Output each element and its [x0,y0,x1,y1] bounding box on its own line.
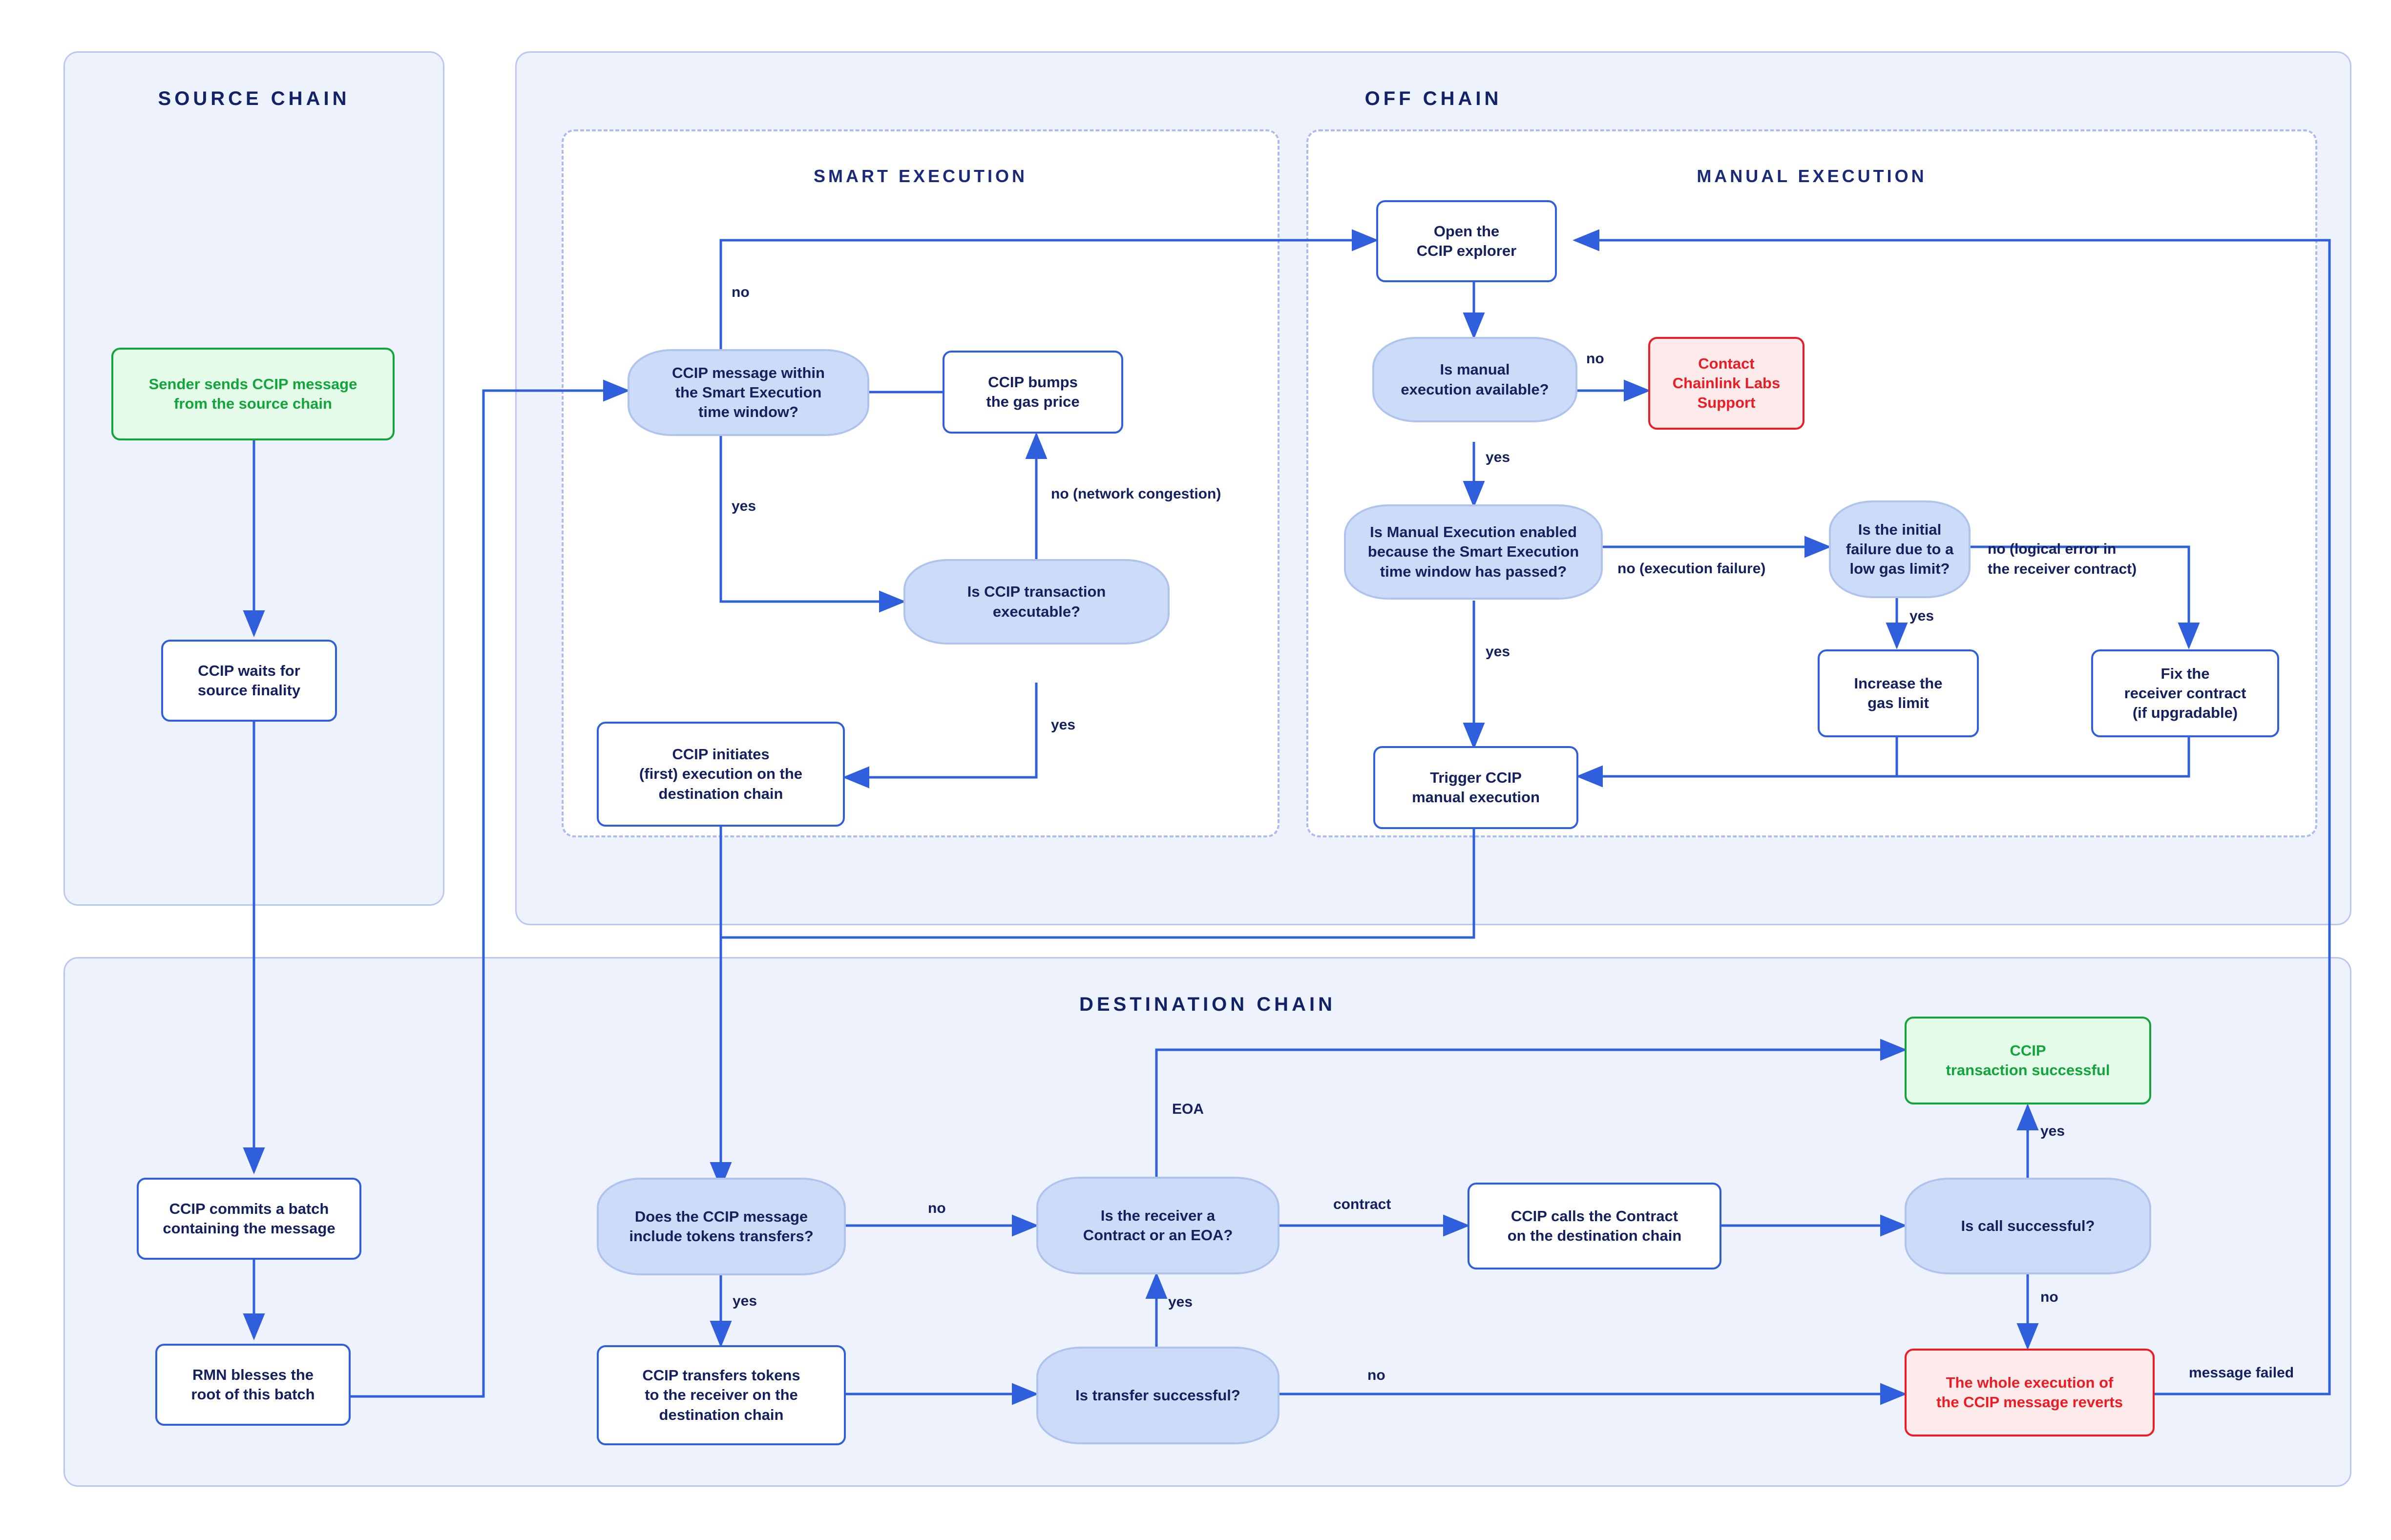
node-is-call-successful[interactable]: Is call successful? [1905,1178,2151,1274]
node-open-the-ccip-explorer[interactable]: Open the CCIP explorer [1376,200,1557,282]
edge-label-receiver-contract: contract [1333,1196,1391,1212]
edge-label-manual-enabled-no: no (execution failure) [1617,561,1766,577]
node-fix-the-receiver-contract[interactable]: Fix the receiver contract (if upgradable… [2091,649,2279,737]
edge-label-receiver-eoa: EOA [1172,1101,1204,1117]
node-is-ccip-transaction-executable[interactable]: Is CCIP transaction executable? [903,559,1170,645]
node-is-the-receiver-a-contract-or-eoa[interactable]: Is the receiver a Contract or an EOA? [1036,1177,1279,1274]
edge-label-message-failed: message failed [2189,1365,2294,1381]
node-sender-sends-ccip-message[interactable]: Sender sends CCIP message from the sourc… [111,348,395,440]
node-ccip-initiates-first-execution[interactable]: CCIP initiates (first) execution on the … [597,722,845,827]
node-contact-chainlink-labs-support[interactable]: Contact Chainlink Labs Support [1648,337,1804,430]
edge-label-call-no: no [2040,1289,2058,1305]
node-is-transfer-successful[interactable]: Is transfer successful? [1036,1347,1279,1444]
edge-label-executable-yes: yes [1051,717,1076,733]
node-trigger-ccip-manual-execution[interactable]: Trigger CCIP manual execution [1373,746,1578,829]
edge-label-manual-available-no: no [1586,351,1604,367]
node-ccip-waits-for-source-finality[interactable]: CCIP waits for source finality [161,640,337,722]
node-ccip-calls-the-contract[interactable]: CCIP calls the Contract on the destinati… [1468,1183,1721,1269]
lane-title-source-chain: SOURCE CHAIN [158,88,350,109]
node-ccip-message-within-smart-execution-window[interactable]: CCIP message within the Smart Execution … [628,349,869,436]
subgroup-title-manual-execution: MANUAL EXECUTION [1697,166,1927,186]
edge-label-tokens-yes: yes [733,1293,757,1309]
edge-label-transfer-yes: yes [1168,1294,1193,1310]
node-is-manual-execution-available[interactable]: Is manual execution available? [1372,337,1577,422]
edge-label-window-yes: yes [732,498,756,514]
edge-label-gas-limit-no: no (logical error in the receiver contra… [1988,541,2137,577]
lane-title-destination-chain: DESTINATION CHAIN [1079,994,1336,1015]
edge-label-manual-enabled-yes: yes [1486,644,1510,660]
lane-source-chain [63,51,444,906]
node-ccip-commits-a-batch[interactable]: CCIP commits a batch containing the mess… [137,1178,361,1260]
edge-label-transfer-no: no [1367,1367,1385,1383]
edge-label-gas-limit-yes: yes [1909,608,1934,624]
node-ccip-transaction-successful[interactable]: CCIP transaction successful [1905,1017,2151,1104]
node-rmn-blesses-root[interactable]: RMN blesses the root of this batch [155,1344,351,1426]
subgroup-title-smart-execution: SMART EXECUTION [813,166,1028,186]
node-the-whole-execution-reverts[interactable]: The whole execution of the CCIP message … [1905,1349,2155,1436]
node-increase-the-gas-limit[interactable]: Increase the gas limit [1818,649,1979,737]
edge-label-manual-available-yes: yes [1486,449,1510,465]
node-is-initial-failure-low-gas-limit[interactable]: Is the initial failure due to a low gas … [1829,500,1971,598]
edge-label-call-yes: yes [2040,1123,2065,1139]
node-ccip-bumps-the-gas-price[interactable]: CCIP bumps the gas price [943,351,1123,434]
node-is-manual-execution-enabled[interactable]: Is Manual Execution enabled because the … [1344,504,1603,600]
node-does-ccip-message-include-token-transfers[interactable]: Does the CCIP message include tokens tra… [597,1178,846,1275]
node-ccip-transfers-tokens[interactable]: CCIP transfers tokens to the receiver on… [597,1345,846,1445]
edge-label-tokens-no: no [928,1200,946,1216]
edge-label-window-no: no [732,284,750,300]
edge-label-network-congestion: no (network congestion) [1051,486,1221,502]
lane-title-off-chain: OFF CHAIN [1364,88,1502,109]
